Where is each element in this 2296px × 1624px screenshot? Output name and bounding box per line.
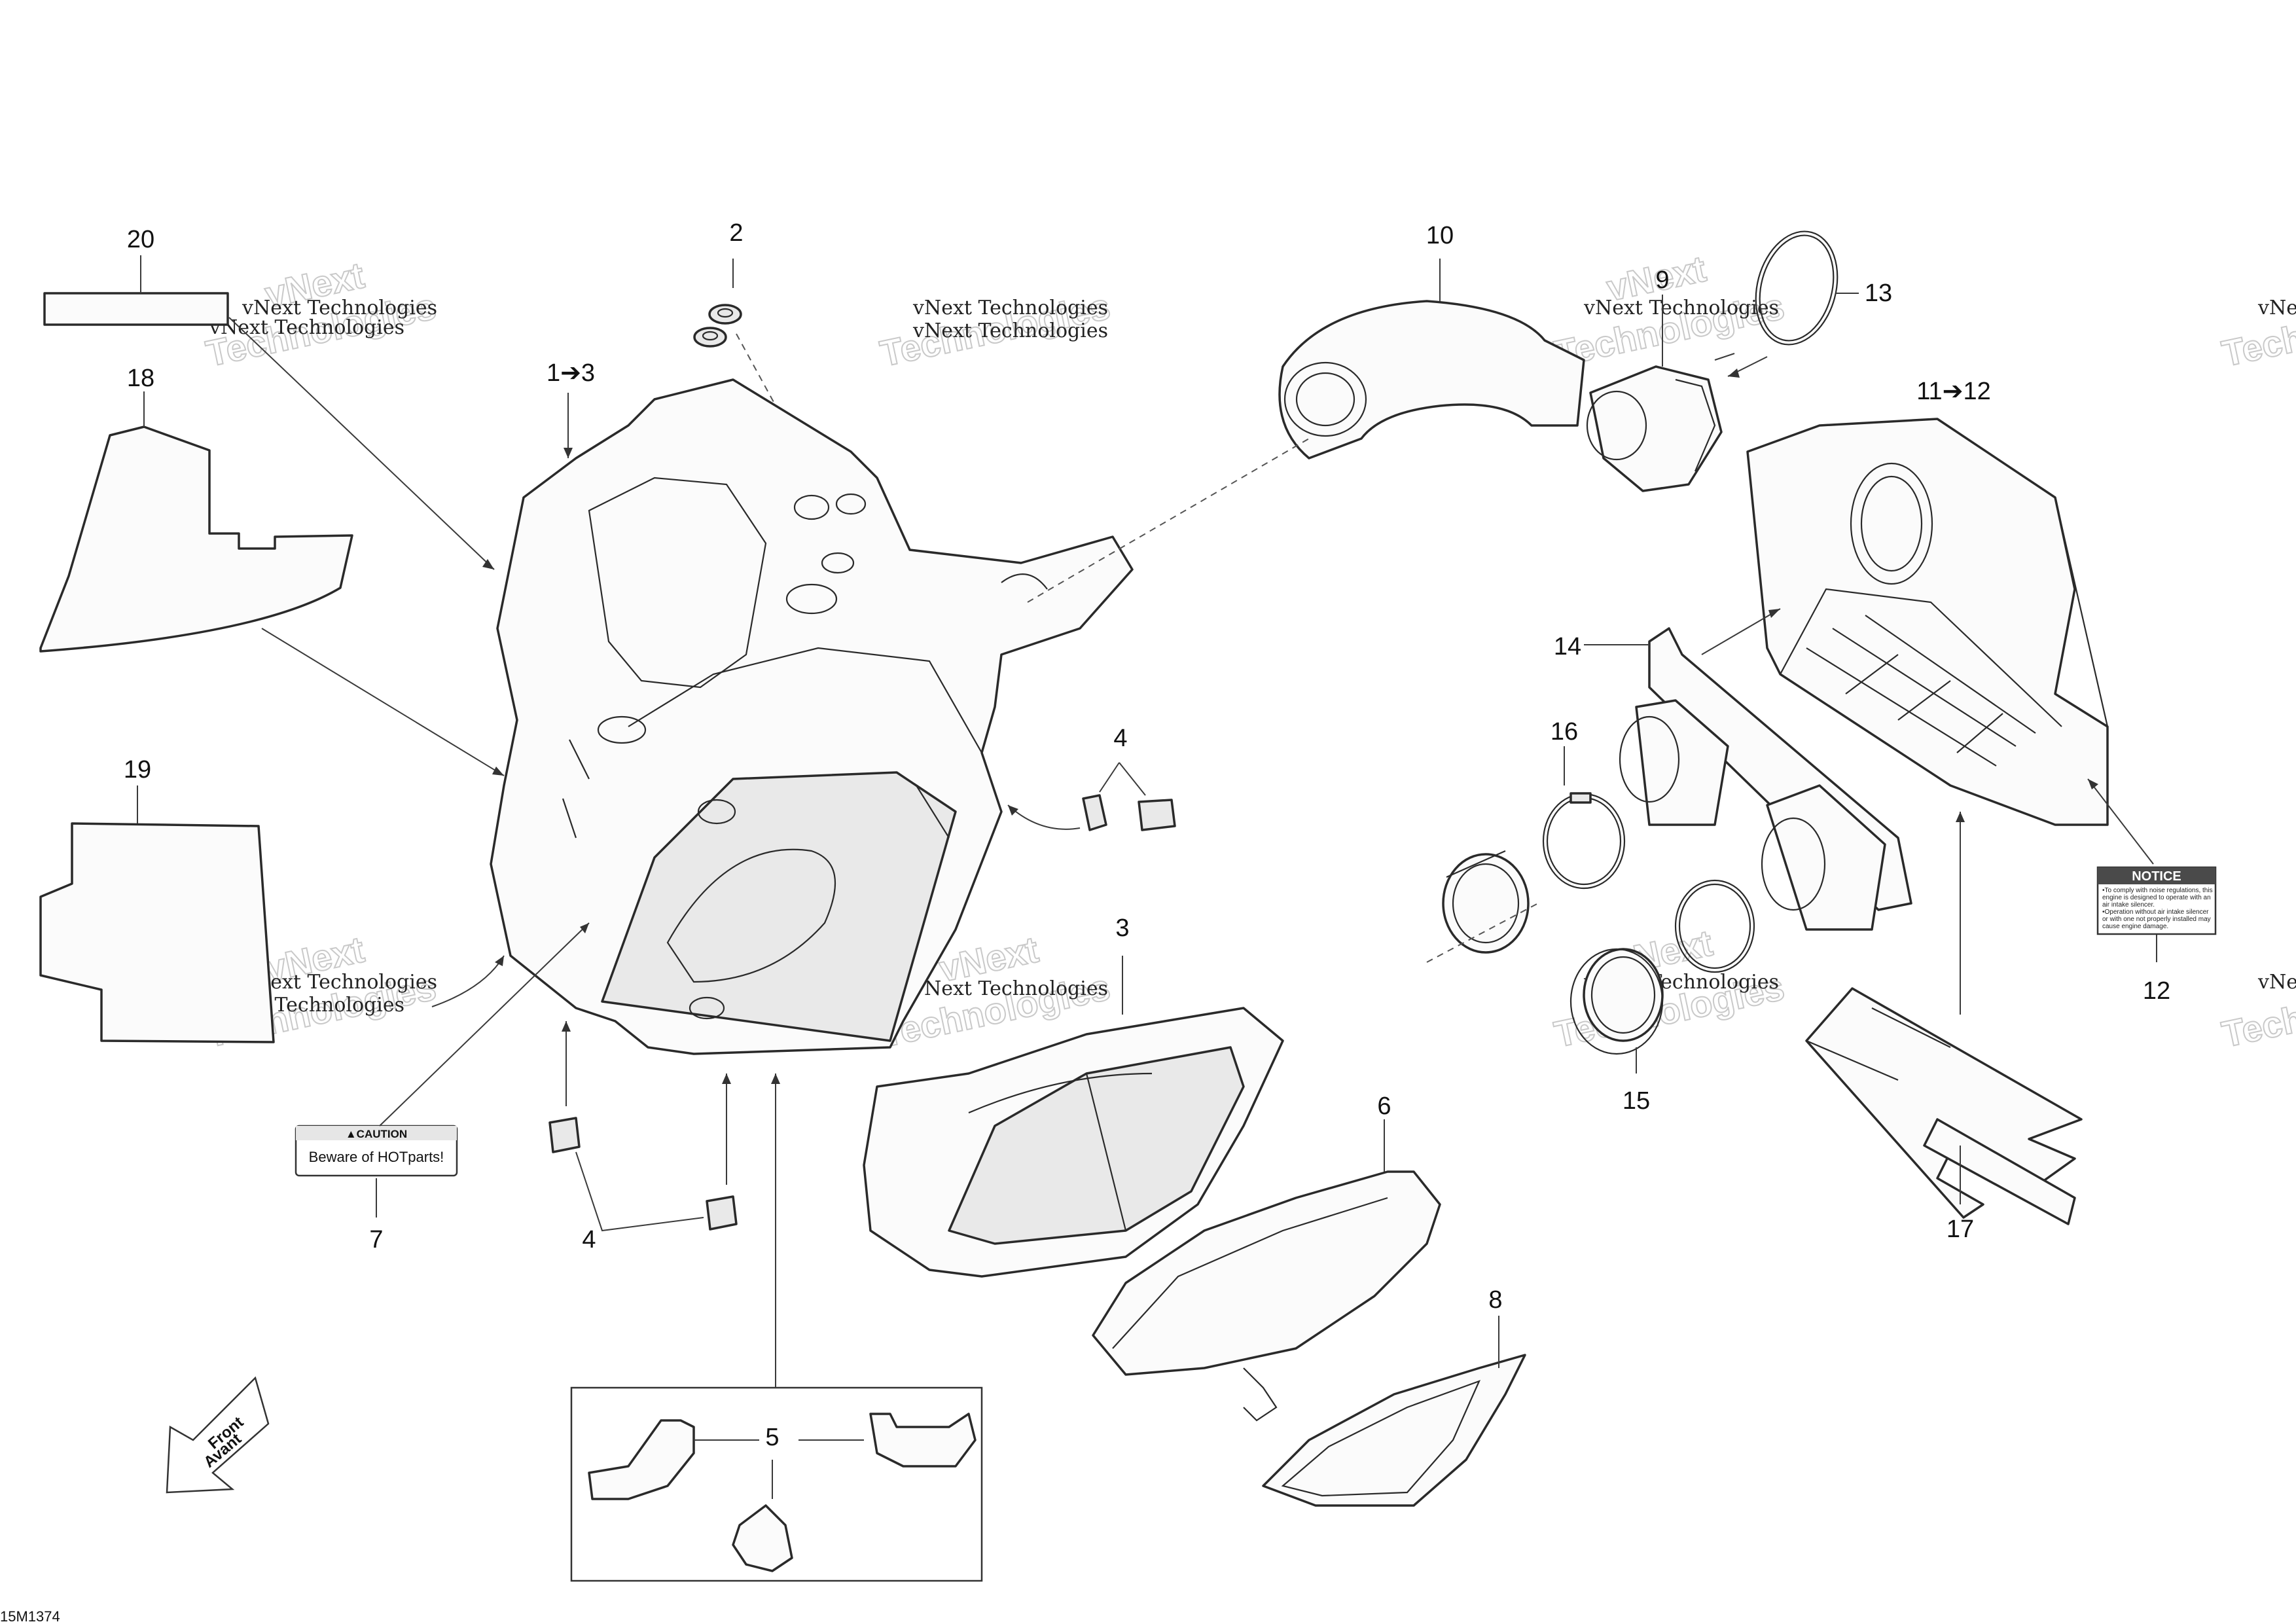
part-12-notice-label: NOTICE •To comply with noise regulations… xyxy=(2087,778,2217,962)
notice-line: cause engine damage. xyxy=(2102,923,2168,930)
watermark-text: vNext Technologies xyxy=(242,297,437,319)
callout-5: 5 xyxy=(765,1424,779,1451)
part-4-clips-lower xyxy=(548,1021,738,1232)
callout-14: 14 xyxy=(1554,633,1581,660)
callout-1-to-3: 1➔3 xyxy=(547,359,595,387)
part-13-oring xyxy=(1727,230,1859,378)
watermark-text: vNext Technologies xyxy=(209,316,404,339)
notice-line: •To comply with noise regulations, this xyxy=(2102,887,2213,894)
callout-8: 8 xyxy=(1488,1286,1502,1314)
notice-line: engine is designed to operate with an xyxy=(2102,894,2211,901)
caution-header: ▲CAUTION xyxy=(346,1128,407,1140)
part-9-coupler xyxy=(1586,295,1735,492)
part-8-filter-element xyxy=(1262,1316,1526,1507)
part-7-caution-label: ▲CAUTION Beware of HOTparts! xyxy=(295,922,590,1218)
caution-text: Beware of HOTparts! xyxy=(309,1149,444,1165)
callout-7: 7 xyxy=(369,1226,383,1254)
watermark-text: vNext Technologies xyxy=(2257,971,2296,994)
part-15-clamps xyxy=(1570,879,1755,1074)
callout-6: 6 xyxy=(1377,1092,1391,1120)
callout-19: 19 xyxy=(124,756,151,784)
watermark-text: vNext Technologies xyxy=(912,319,1108,342)
watermark-text: vNext Technologies xyxy=(912,297,1108,319)
callout-13: 13 xyxy=(1865,280,1892,307)
callout-16: 16 xyxy=(1551,718,1578,746)
part-4-clips-upper xyxy=(1007,762,1176,831)
notice-header: NOTICE xyxy=(2132,869,2181,884)
callout-4-lower: 4 xyxy=(582,1226,596,1254)
callout-20: 20 xyxy=(127,226,154,253)
callout-10: 10 xyxy=(1426,222,1454,249)
callout-17: 17 xyxy=(1946,1216,1974,1243)
callout-15: 15 xyxy=(1623,1087,1650,1115)
part-6-filter-gasket xyxy=(1092,1119,1441,1422)
part-10-intake-tube xyxy=(1027,259,1585,603)
watermark-text: vNext Technologies xyxy=(242,971,437,994)
callout-11-to-12: 11➔12 xyxy=(1916,378,1991,405)
part-16-clamp xyxy=(1542,746,1626,890)
part-14-flange xyxy=(1584,627,1912,931)
part-17-foam-pad xyxy=(1805,812,2083,1225)
callouts: 20 2 10 9 13 18 1➔3 11➔12 14 4 16 19 3 1… xyxy=(124,219,2170,1451)
callout-18: 18 xyxy=(127,365,154,392)
part-20-strip xyxy=(43,255,495,570)
notice-line: air intake silencer. xyxy=(2102,901,2155,909)
callout-3: 3 xyxy=(1115,914,1129,942)
notice-line: •Operation without air intake silencer xyxy=(2102,909,2209,916)
callout-9: 9 xyxy=(1655,266,1669,294)
diagram-code: 15M1374 xyxy=(0,1608,60,1624)
part-11-silencer xyxy=(1701,418,2109,826)
watermark-text: vNext Technologies xyxy=(2257,297,2296,319)
part-1-airbox-housing xyxy=(490,378,1134,1055)
watermark-text: vNext Technologies xyxy=(1583,297,1779,319)
part-5-clips-box xyxy=(570,1074,983,1582)
front-arrow-icon: Front Avant xyxy=(166,1376,270,1494)
watermark-text: vNext Technologies xyxy=(912,977,1108,1000)
callout-4-upper: 4 xyxy=(1113,725,1127,752)
part-19-decal xyxy=(39,785,505,1043)
notice-line: or with one not properly installed may xyxy=(2102,916,2211,923)
sleeve-part xyxy=(1426,850,1539,963)
part-3-filter-frame xyxy=(863,956,1284,1278)
callout-12: 12 xyxy=(2143,977,2170,1005)
part-18-decal xyxy=(39,391,505,776)
callout-2: 2 xyxy=(729,219,743,247)
